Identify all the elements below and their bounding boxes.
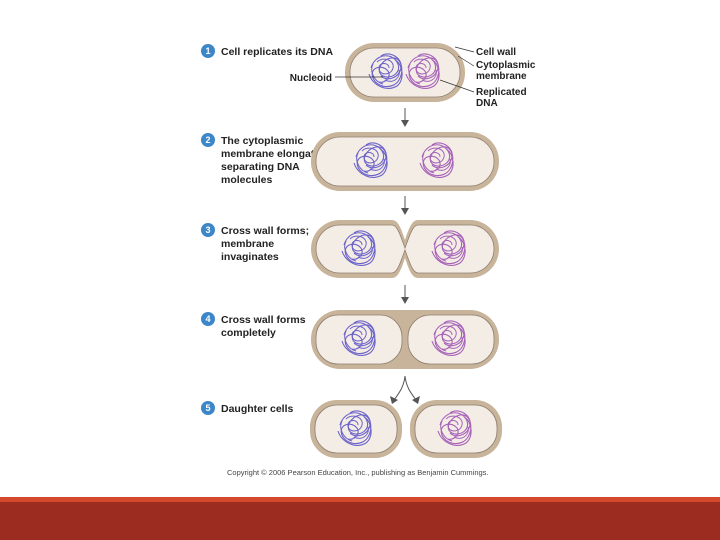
cell-stage-4 (311, 310, 499, 369)
cytoplasm-right (407, 314, 495, 365)
step-number: 5 (205, 403, 210, 413)
footer-bar (0, 502, 720, 540)
steps: 1 Cell replicates its DNA 2 The cytoplasmic… (201, 44, 333, 415)
cytoplasm (349, 47, 461, 98)
step-description-line: Cross wall forms (221, 314, 306, 326)
split-arrows (390, 375, 420, 404)
step-description-line: separating DNA (221, 161, 300, 173)
cytoplasm (315, 136, 495, 187)
step-number-circle (201, 401, 215, 415)
cell-wall-leader (454, 46, 475, 53)
step-description-line: completely (221, 327, 276, 339)
replicated-dna-label: Replicated DNA (476, 87, 529, 109)
step-description-line: Cross wall forms; (221, 225, 309, 237)
step-number-circle (201, 133, 215, 147)
arrow-2 (401, 196, 409, 215)
copyright-text: Copyright © 2006 Pearson Education, Inc.… (227, 468, 489, 477)
step-description-line: molecules (221, 174, 273, 186)
step-number-circle (201, 44, 215, 58)
cytoplasm (414, 404, 498, 454)
step-number: 4 (205, 314, 210, 324)
step-description-line: invaginates (221, 251, 279, 263)
cytoplasm (314, 404, 398, 454)
step-description-line: membrane elongates, (221, 148, 329, 160)
daughter-cell-left (310, 400, 402, 458)
step-description-line: membrane (221, 238, 274, 250)
step-number-circle (201, 223, 215, 237)
step-description-line: The cytoplasmic (221, 135, 303, 147)
step-5: 5 Daughter cells (201, 401, 294, 415)
arrow-1 (401, 108, 409, 127)
replicated-dna-leader (439, 79, 475, 93)
cytoplasmic-membrane-label: Cytoplasmic membrane (476, 60, 538, 82)
step-1: 1 Cell replicates its DNA (201, 44, 333, 58)
step-number: 3 (205, 225, 210, 235)
step-description-line: Daughter cells (221, 403, 294, 415)
step-number-circle (201, 312, 215, 326)
cell-stage-1 (345, 43, 465, 102)
membrane-leader (457, 55, 475, 67)
footer-accent-bar (0, 497, 720, 502)
nucleoid-label: Nucleoid (290, 73, 332, 84)
cell-stage-3 (311, 220, 499, 278)
arrow-3 (401, 285, 409, 304)
cytoplasm-left (315, 314, 403, 365)
step-number: 2 (205, 135, 210, 145)
cell-wall-label: Cell wall (476, 47, 516, 58)
step-number: 1 (205, 46, 210, 56)
step-description-line: Cell replicates its DNA (221, 46, 333, 58)
cell-stage-2 (311, 132, 499, 191)
daughter-cell-right (410, 400, 502, 458)
stage-1-labels: Nucleoid Cell wall Cytoplasmic membrane … (290, 46, 538, 109)
cytoplasm (315, 224, 495, 274)
cell-division-diagram: 1 Cell replicates its DNA 2 The cytoplasmic… (201, 43, 538, 477)
